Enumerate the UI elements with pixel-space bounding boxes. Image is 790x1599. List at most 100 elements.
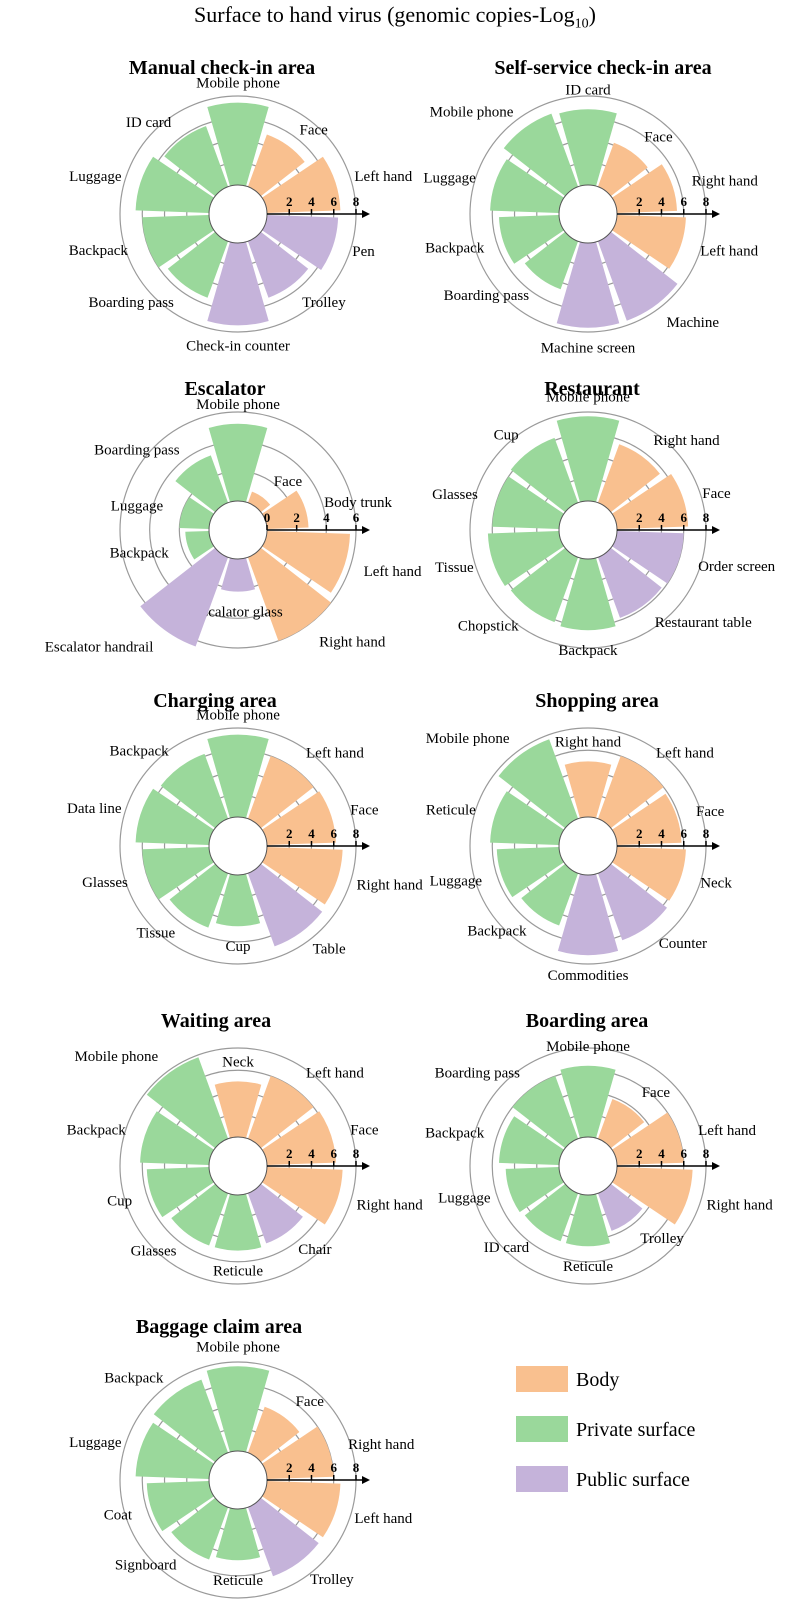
category-label: Cup	[225, 939, 250, 955]
category-label: Luggage	[438, 1191, 491, 1207]
axis-arrow	[712, 210, 720, 218]
tick-label: 0	[264, 510, 271, 525]
tick-label: 6	[331, 1460, 338, 1475]
category-label: Reticule	[563, 1259, 613, 1275]
tick-label: 2	[286, 1146, 293, 1161]
bar-order-screen	[612, 531, 684, 584]
category-label: Boarding pass	[94, 443, 180, 459]
tick-label: 8	[353, 194, 360, 209]
bar-left-hand	[262, 156, 341, 213]
category-label: Face	[300, 122, 329, 138]
inner-circle	[208, 1450, 268, 1510]
category-label: Right hand	[692, 173, 759, 189]
category-label: Tissue	[137, 925, 176, 941]
tick-label: 4	[658, 826, 665, 841]
legend-label-public-surface: Public surface	[576, 1469, 690, 1491]
tick-label: 2	[286, 1460, 293, 1475]
bar-pen	[262, 215, 339, 270]
category-label: Chopstick	[458, 618, 519, 634]
panel-title: Self-service check-in area	[494, 57, 711, 79]
category-label: Left hand	[306, 1065, 364, 1081]
bar-escalator-handrail	[140, 547, 229, 647]
bar-escalator-glass	[221, 557, 255, 592]
category-label: Left hand	[354, 169, 412, 185]
inner-circle	[558, 1136, 618, 1196]
category-label: Backpack	[104, 1370, 164, 1386]
category-label: Right hand	[707, 1198, 774, 1214]
bar-glasses	[142, 847, 214, 900]
bar-glasses	[492, 476, 564, 529]
bar-right-hand	[247, 547, 331, 641]
category-label: Left hand	[656, 745, 714, 761]
category-label: Tissue	[435, 560, 474, 576]
figure-title-subscript: 10	[574, 16, 589, 32]
tick-label: 4	[308, 1460, 315, 1475]
inner-circle	[208, 1136, 268, 1196]
tick-label: 2	[636, 194, 643, 209]
tick-label: 4	[323, 510, 330, 525]
bar-luggage	[496, 847, 564, 898]
category-label: Boarding pass	[88, 295, 174, 311]
axis-arrow	[362, 1162, 370, 1170]
bar-boarding-pass	[512, 1076, 579, 1149]
category-label: Cup	[494, 428, 519, 444]
panel-title: Boarding area	[526, 1010, 648, 1032]
bar-backpack	[142, 215, 214, 268]
tick-label: 6	[681, 510, 688, 525]
category-label: Luggage	[111, 499, 164, 515]
bar-mobile-phone	[208, 423, 268, 503]
category-label: Right hand	[555, 734, 622, 750]
category-label: Glasses	[82, 875, 128, 891]
category-label: Data line	[67, 801, 122, 817]
bar-backpack	[160, 753, 229, 829]
bar-signboard	[171, 1497, 229, 1560]
bar-boarding-pass	[175, 455, 229, 513]
bar-data-line	[135, 788, 214, 845]
category-label: Reticule	[213, 1264, 263, 1280]
bar-left-hand	[247, 756, 314, 829]
tick-label: 6	[681, 1146, 688, 1161]
category-label: Table	[313, 942, 346, 958]
bar-backpack	[185, 531, 214, 560]
category-label: Backpack	[110, 546, 170, 562]
panel-title: Escalator	[184, 378, 265, 400]
panel-title: Manual check-in area	[129, 57, 315, 79]
panel-title: Shopping area	[535, 690, 659, 712]
bar-cup	[146, 1167, 214, 1218]
panel-title: Waiting area	[161, 1010, 271, 1032]
bar-id-card	[559, 109, 617, 187]
category-label: Machine screen	[541, 341, 636, 357]
category-label: Coat	[104, 1507, 133, 1523]
bar-luggage	[135, 1422, 214, 1479]
tick-label: 8	[353, 1146, 360, 1161]
category-label: ID card	[126, 115, 172, 131]
category-label: Right hand	[357, 878, 424, 894]
category-label: Trolley	[310, 1572, 354, 1588]
category-label: Cup	[107, 1193, 132, 1209]
bar-face	[262, 791, 336, 845]
tick-label: 2	[286, 194, 293, 209]
inner-circle	[558, 184, 618, 244]
category-label: Machine	[667, 315, 720, 331]
category-label: Mobile phone	[196, 708, 280, 724]
category-label: Right hand	[319, 635, 386, 651]
tick-label: 2	[636, 510, 643, 525]
category-label: Reticule	[213, 1573, 263, 1589]
tick-label: 2	[293, 510, 300, 525]
bar-face	[247, 134, 305, 197]
category-label: Escalator glass	[193, 605, 283, 621]
tick-label: 4	[658, 194, 665, 209]
tick-label: 8	[703, 826, 710, 841]
category-label: Right hand	[348, 1437, 415, 1453]
category-label: Trolley	[302, 295, 346, 311]
tick-label: 2	[286, 826, 293, 841]
bar-left-hand	[262, 531, 350, 593]
category-label: Commodities	[548, 968, 629, 984]
category-label: Mobile phone	[546, 389, 630, 405]
bar-mobile-phone	[207, 102, 269, 187]
bar-boarding-pass	[524, 231, 579, 290]
category-label: Trolley	[640, 1231, 684, 1247]
tick-label: 2	[636, 1146, 643, 1161]
